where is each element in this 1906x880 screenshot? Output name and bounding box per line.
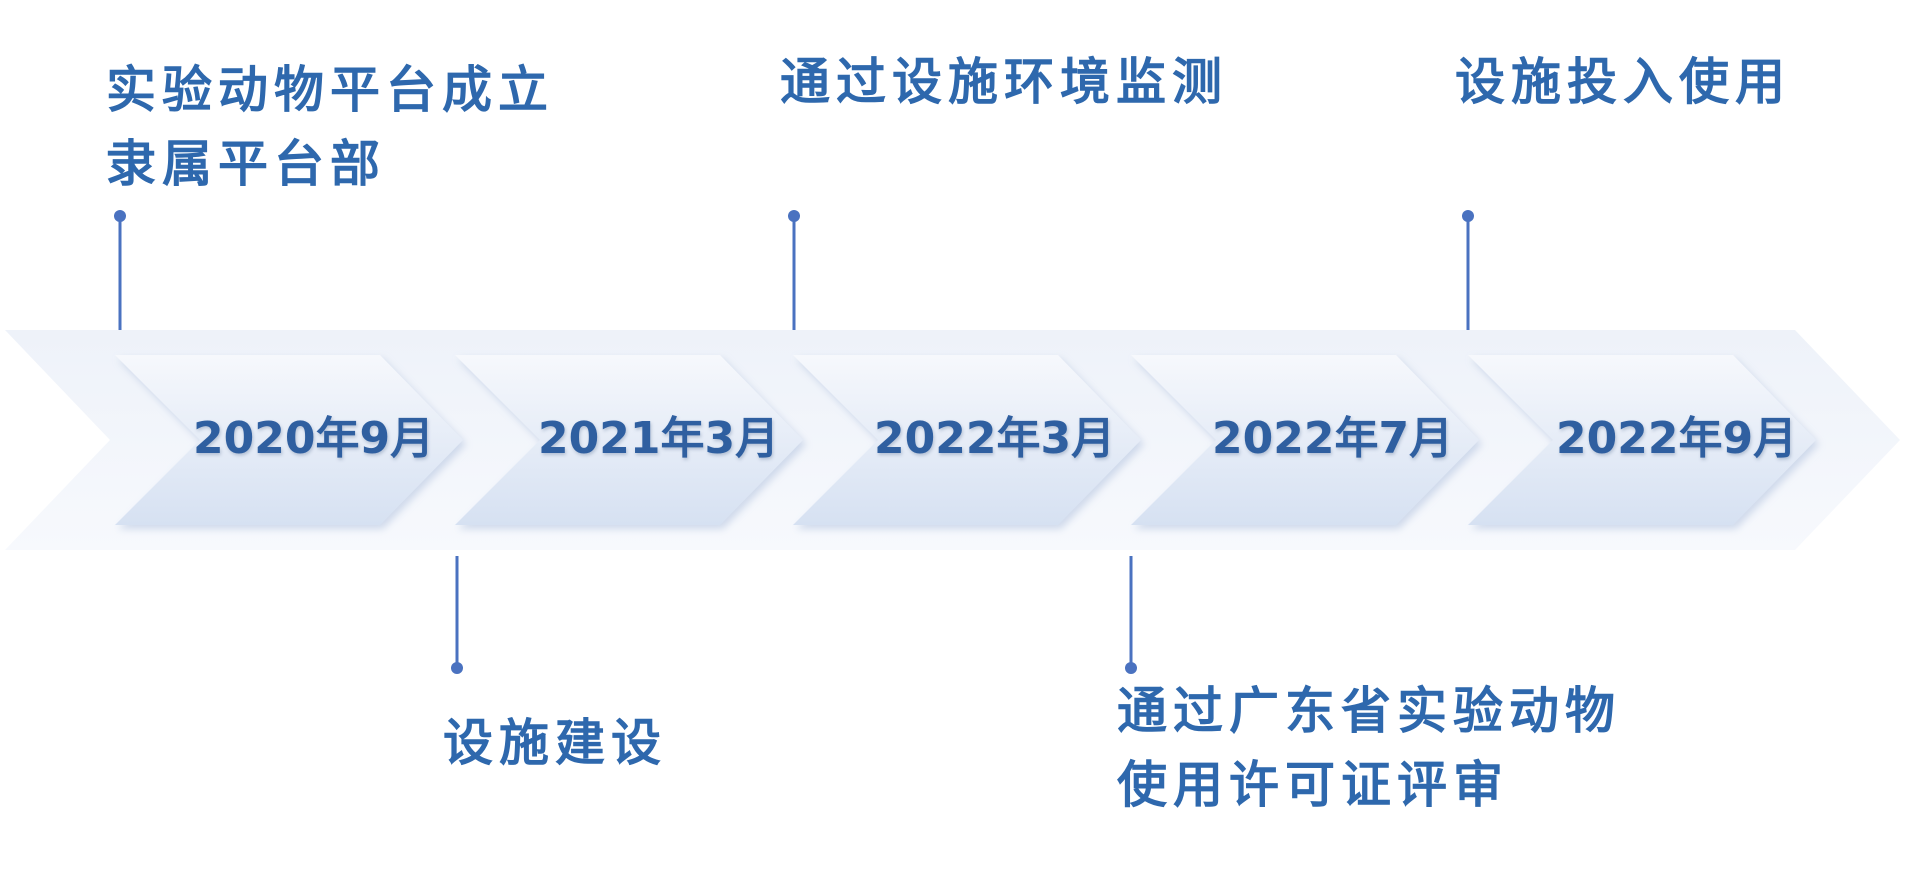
event-1-line-1: 实验动物平台成立 xyxy=(106,61,554,119)
date-label-1: 2020年9月 xyxy=(193,413,435,464)
chevron-2 xyxy=(455,355,803,525)
chevron-4 xyxy=(1131,355,1479,525)
connector-dot-1 xyxy=(114,210,126,222)
event-label-3: 通过设施环境监测 xyxy=(780,45,1228,119)
connector-dot-4 xyxy=(1125,662,1137,674)
chevron-5 xyxy=(1468,355,1816,525)
event-label-4: 通过广东省实验动物 使用许可证评审 xyxy=(1117,674,1621,822)
event-label-5: 设施投入使用 xyxy=(1455,45,1791,119)
event-4-line-1: 通过广东省实验动物 xyxy=(1117,682,1621,740)
chevron-3 xyxy=(793,355,1141,525)
event-4-line-2: 使用许可证评审 xyxy=(1117,756,1509,814)
event-3-line-1: 通过设施环境监测 xyxy=(780,53,1228,111)
date-label-4: 2022年7月 xyxy=(1212,413,1454,464)
event-label-2: 设施建设 xyxy=(443,706,667,780)
date-label-5: 2022年9月 xyxy=(1556,413,1798,464)
event-label-1: 实验动物平台成立 隶属平台部 xyxy=(106,53,554,201)
connector-dot-2 xyxy=(451,662,463,674)
date-label-3: 2022年3月 xyxy=(874,413,1116,464)
date-label-2: 2021年3月 xyxy=(538,413,780,464)
connector-dot-3 xyxy=(788,210,800,222)
event-2-line-1: 设施建设 xyxy=(443,714,667,772)
chevron-1 xyxy=(115,355,463,525)
event-1-line-2: 隶属平台部 xyxy=(106,135,386,193)
connector-dot-5 xyxy=(1462,210,1474,222)
event-5-line-1: 设施投入使用 xyxy=(1455,53,1791,111)
